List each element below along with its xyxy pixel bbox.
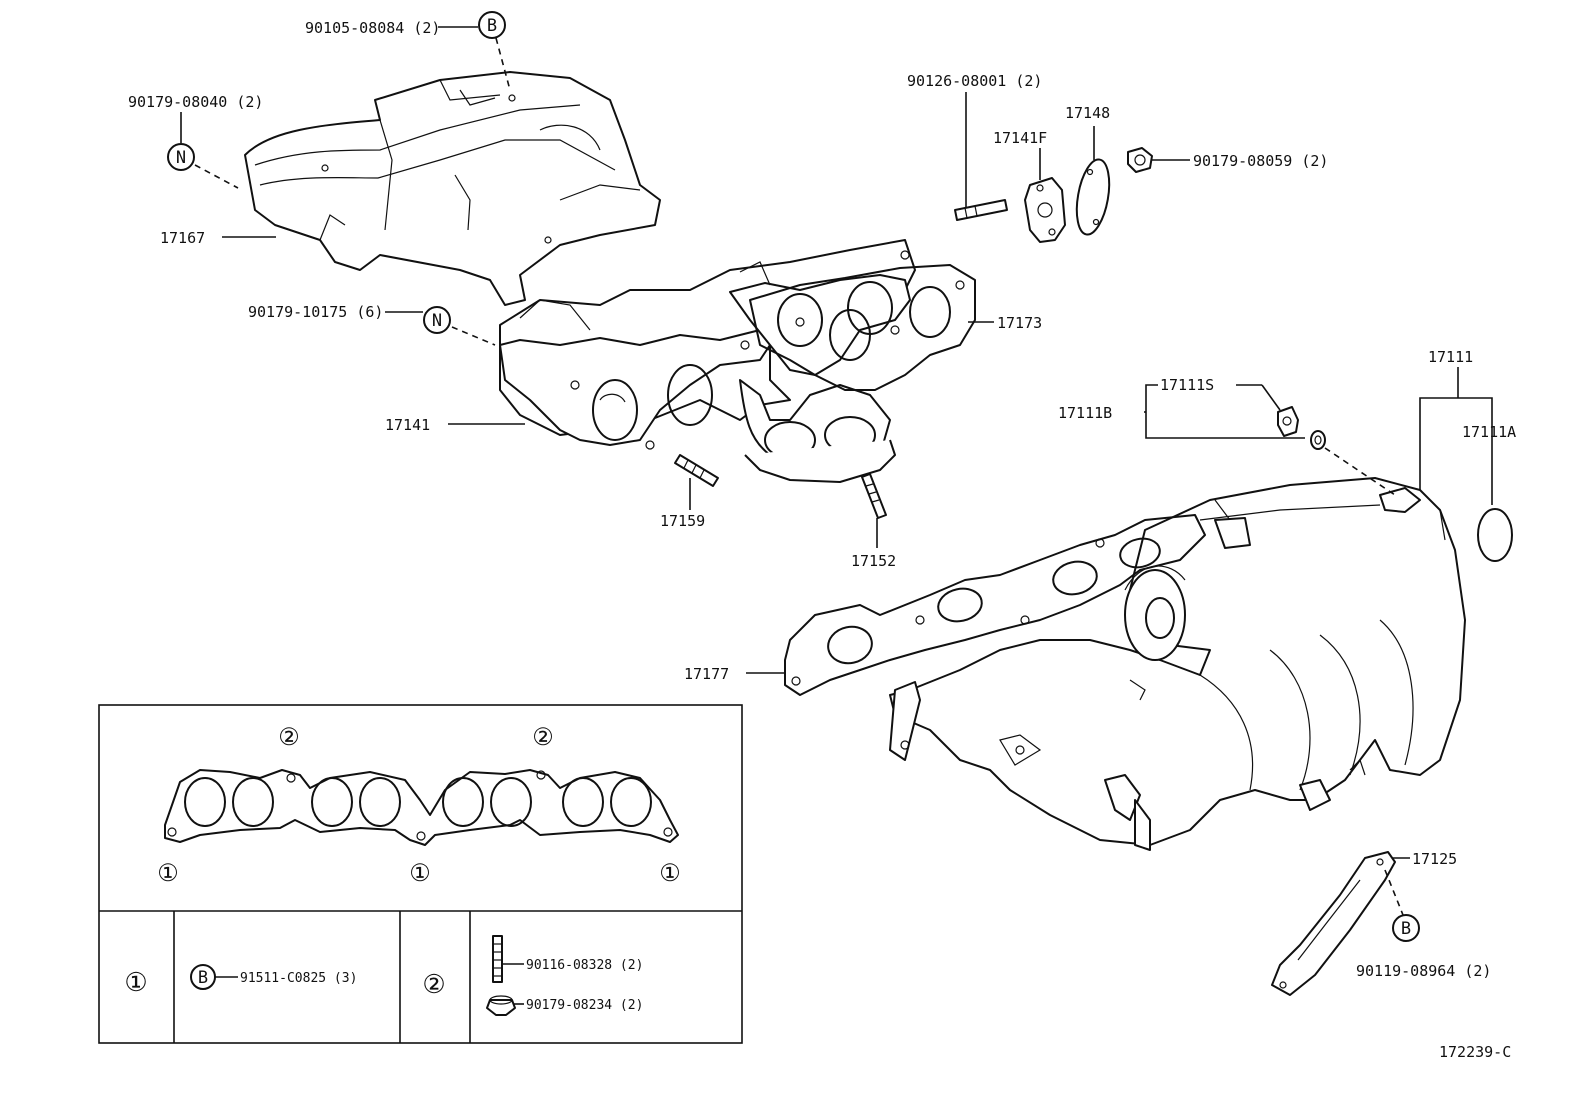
exhaust-manifold-17141 bbox=[499, 239, 916, 483]
label-diagram-id: 172239-C bbox=[1439, 1043, 1511, 1061]
detail-inset: ② ② ① ① ① ① B 91511-C0825 (3) ② 90116-08… bbox=[98, 704, 743, 1044]
label-17125: 17125 bbox=[1412, 850, 1457, 868]
gasket-17148 bbox=[1075, 158, 1111, 236]
label-90179-08059: 90179-08059 (2) bbox=[1193, 152, 1328, 170]
stud-bolt-icon bbox=[492, 935, 503, 983]
stay-17125 bbox=[1271, 851, 1396, 996]
symbol-n-left: N bbox=[176, 148, 186, 168]
label-17159: 17159 bbox=[660, 512, 705, 530]
plug-17111A bbox=[1477, 508, 1513, 562]
symbol-b-top: B bbox=[487, 16, 497, 36]
label-91511-C0825: 91511-C0825 (3) bbox=[240, 971, 357, 986]
symbol-n-manifold: N bbox=[432, 311, 442, 331]
label-17111B: 17111B bbox=[1058, 404, 1112, 422]
table-key-2: ② bbox=[422, 970, 445, 1000]
label-17111: 17111 bbox=[1428, 348, 1473, 366]
symbol-b-stay: B bbox=[1401, 919, 1411, 939]
inset-callout-1-left: ① bbox=[157, 859, 179, 887]
label-90179-10175: 90179-10175 (6) bbox=[248, 303, 383, 321]
label-17173: 17173 bbox=[997, 314, 1042, 332]
label-17111A: 17111A bbox=[1462, 423, 1516, 441]
inset-callout-2-right: ② bbox=[532, 723, 554, 751]
label-90116-08328: 90116-08328 (2) bbox=[526, 958, 643, 973]
plate-17141F bbox=[1024, 177, 1066, 243]
table-key-1: ① bbox=[124, 968, 147, 998]
label-90179-08234: 90179-08234 (2) bbox=[526, 998, 643, 1013]
label-17148: 17148 bbox=[1065, 104, 1110, 122]
intake-manifold-17111 bbox=[889, 477, 1466, 851]
nut-90179-08059 bbox=[1127, 147, 1153, 173]
label-17141F: 17141F bbox=[993, 129, 1047, 147]
stud-17159 bbox=[674, 454, 719, 487]
fitting-17111S bbox=[1277, 406, 1299, 437]
label-17167: 17167 bbox=[160, 229, 205, 247]
heat-insulator-17167 bbox=[244, 71, 661, 306]
stud-17152 bbox=[861, 473, 887, 519]
gasket-17177 bbox=[784, 514, 1206, 696]
gasket-17173 bbox=[749, 264, 976, 391]
label-17111S: 17111S bbox=[1160, 376, 1214, 394]
inset-callout-1-mid: ① bbox=[409, 859, 431, 887]
leader-lines bbox=[180, 26, 1493, 916]
label-17177: 17177 bbox=[684, 665, 729, 683]
part-labels: 90105-08084 (2) 90179-08040 (2) 17167 90… bbox=[128, 19, 1516, 1061]
table-symbol-b: B bbox=[198, 968, 208, 988]
inset-callout-2-left: ② bbox=[278, 723, 300, 751]
symbol-circles: B N N B bbox=[167, 11, 1420, 942]
stud-90126-08001 bbox=[954, 199, 1008, 221]
label-17141: 17141 bbox=[385, 416, 430, 434]
label-90179-08040: 90179-08040 (2) bbox=[128, 93, 263, 111]
label-90119-08964: 90119-08964 (2) bbox=[1356, 962, 1491, 980]
fitting-17111B bbox=[1310, 430, 1326, 450]
inset-callout-1-right: ① bbox=[659, 859, 681, 887]
label-90126-08001: 90126-08001 (2) bbox=[907, 72, 1042, 90]
label-17152: 17152 bbox=[851, 552, 896, 570]
label-90105-08084: 90105-08084 (2) bbox=[305, 19, 440, 37]
nut-icon bbox=[486, 995, 516, 1016]
inset-gasket bbox=[164, 769, 679, 846]
